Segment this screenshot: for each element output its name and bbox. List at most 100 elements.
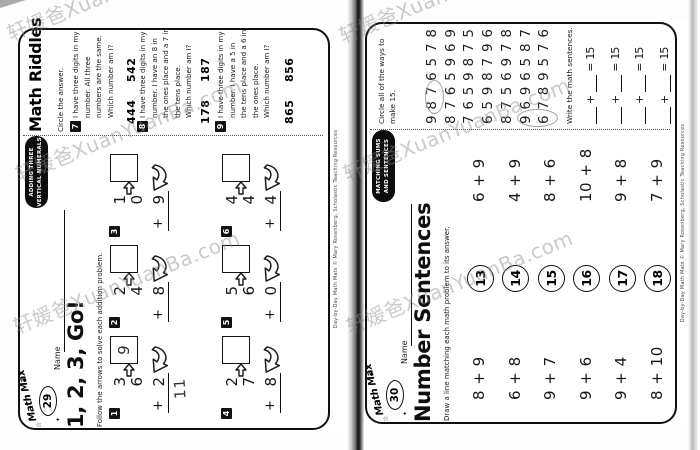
problem-number: 1: [109, 408, 120, 419]
right-page: ✦ ☆ ✦ Math Max 30 Name MATCHING SUMS AND…: [362, 20, 692, 426]
right-arrow-icon: [232, 272, 251, 286]
match-problem-left: 8 + 10: [648, 346, 666, 400]
equals-sign: =: [609, 62, 622, 72]
grid-digit: 8: [499, 29, 515, 38]
handwritten-answer: 11: [170, 377, 190, 400]
right-worksheet: ✦ ☆ ✦ Math Max 30 Name MATCHING SUMS AND…: [362, 20, 692, 426]
star-icon: ✦: [402, 410, 409, 416]
addend: 4: [262, 195, 280, 205]
addend: 9: [150, 195, 168, 205]
sum-rule: [280, 191, 281, 231]
grid-digit: 8: [536, 86, 552, 96]
curved-down-arrow-icon: [143, 346, 175, 374]
sum-rule: [280, 373, 281, 413]
dotted-separator: [23, 135, 323, 136]
problem-number: 6: [221, 226, 232, 237]
left-worksheet: ✦ ☆ ✦ Math Max 29 Name ADDING THREE VERT…: [15, 18, 345, 432]
page-instruction: Draw a line matching each math problem t…: [443, 226, 451, 421]
name-label: Name: [400, 340, 409, 364]
grid-digit: 7: [518, 29, 534, 38]
match-problem-left: 6 + 8: [506, 356, 524, 400]
addend: 4: [240, 195, 258, 205]
grid-digit: 7: [536, 43, 552, 53]
skill-tab-line: ADDING THREE: [29, 147, 36, 197]
addend: 4: [128, 286, 146, 296]
curved-down-arrow-icon: [255, 255, 287, 283]
match-problem-left: 9 + 4: [612, 356, 630, 400]
grid-digit: 5: [536, 57, 552, 67]
right-arrow-icon: [120, 272, 139, 286]
right-arrow-icon: [120, 363, 139, 377]
riddle-line: number. All three: [82, 56, 92, 118]
left-page: ✦ ☆ ✦ Math Max 29 Name ADDING THREE VERT…: [15, 18, 345, 432]
grid-digit: 7: [461, 115, 477, 124]
answer-circle: 13: [467, 265, 494, 292]
addend: 0: [262, 286, 280, 296]
pencil-circle: [517, 109, 558, 127]
match-problem-right: 10 + 8: [577, 148, 595, 202]
answer-circle: 18: [644, 265, 671, 292]
problem-number: 3: [109, 226, 120, 237]
riddle-number: 8: [137, 121, 148, 132]
blank-line: [586, 107, 597, 124]
page-title: 1, 2, 3, Go!: [64, 300, 88, 428]
grid-digit: 9: [480, 86, 496, 96]
addend: 6: [240, 286, 258, 296]
grid-digit: 7: [480, 57, 496, 67]
grid-digit: 6: [443, 43, 459, 53]
grid-digit: 8: [518, 43, 534, 53]
answer-circle: 15: [538, 265, 565, 292]
curved-down-arrow-icon: [143, 255, 175, 283]
grid-digit: 9: [536, 72, 552, 81]
plus-sign: +: [151, 400, 166, 411]
addend: 5: [223, 286, 241, 296]
riddle-line: Which number am I?: [262, 44, 272, 118]
name-label: Name: [53, 346, 62, 370]
dotted-separator: [370, 129, 670, 130]
grid-digit: 5: [461, 86, 477, 96]
grid-digit: 5: [461, 29, 477, 38]
riddle-line: the tens place.: [172, 65, 182, 118]
grid-digit: 6: [480, 29, 496, 38]
right-arrow-icon: [232, 181, 251, 195]
match-problem-right: 6 + 9: [470, 158, 488, 202]
riddle-choice: 187: [199, 57, 212, 82]
grid-digit: 9: [443, 57, 459, 67]
addend: 2: [111, 286, 129, 296]
grid-digit: 9: [424, 115, 440, 124]
riddle-choice: 865: [283, 99, 296, 124]
match-problem-left: 9 + 7: [541, 356, 559, 400]
plus-sign: +: [633, 94, 646, 104]
blank-line: [660, 107, 671, 124]
equals-sign: =: [658, 62, 671, 72]
grid-digit: 8: [443, 115, 459, 124]
handwritten-sum: 9: [114, 344, 134, 356]
riddle-line: the ones place and a 7 in: [161, 28, 171, 118]
problem-number: 4: [221, 408, 232, 419]
equation-row: +=15: [633, 48, 646, 124]
addend: 0: [128, 195, 146, 205]
riddle-number: 7: [70, 121, 81, 132]
grid-digit: 6: [536, 29, 552, 38]
skill-tab: MATCHING SUMS AND SENTENCES: [372, 130, 395, 202]
riddle-line: I have three digits in my: [138, 31, 147, 118]
grid-digit: 7: [443, 101, 459, 110]
math-max-badge: ✦ ☆ ✦ Math Max 30: [363, 363, 412, 422]
star-icon: ☆: [382, 415, 390, 422]
grid-digit: 7: [499, 101, 515, 110]
equation-row: +=15: [658, 48, 671, 124]
badge-number: 30: [386, 380, 404, 410]
plus-sign: +: [658, 94, 671, 104]
answer-circle: 16: [573, 265, 600, 292]
addend: 7: [240, 377, 258, 387]
riddle-line: the ones place.: [250, 63, 260, 118]
riddle-choice: 856: [283, 57, 296, 82]
right-arrow-icon: [232, 363, 251, 377]
